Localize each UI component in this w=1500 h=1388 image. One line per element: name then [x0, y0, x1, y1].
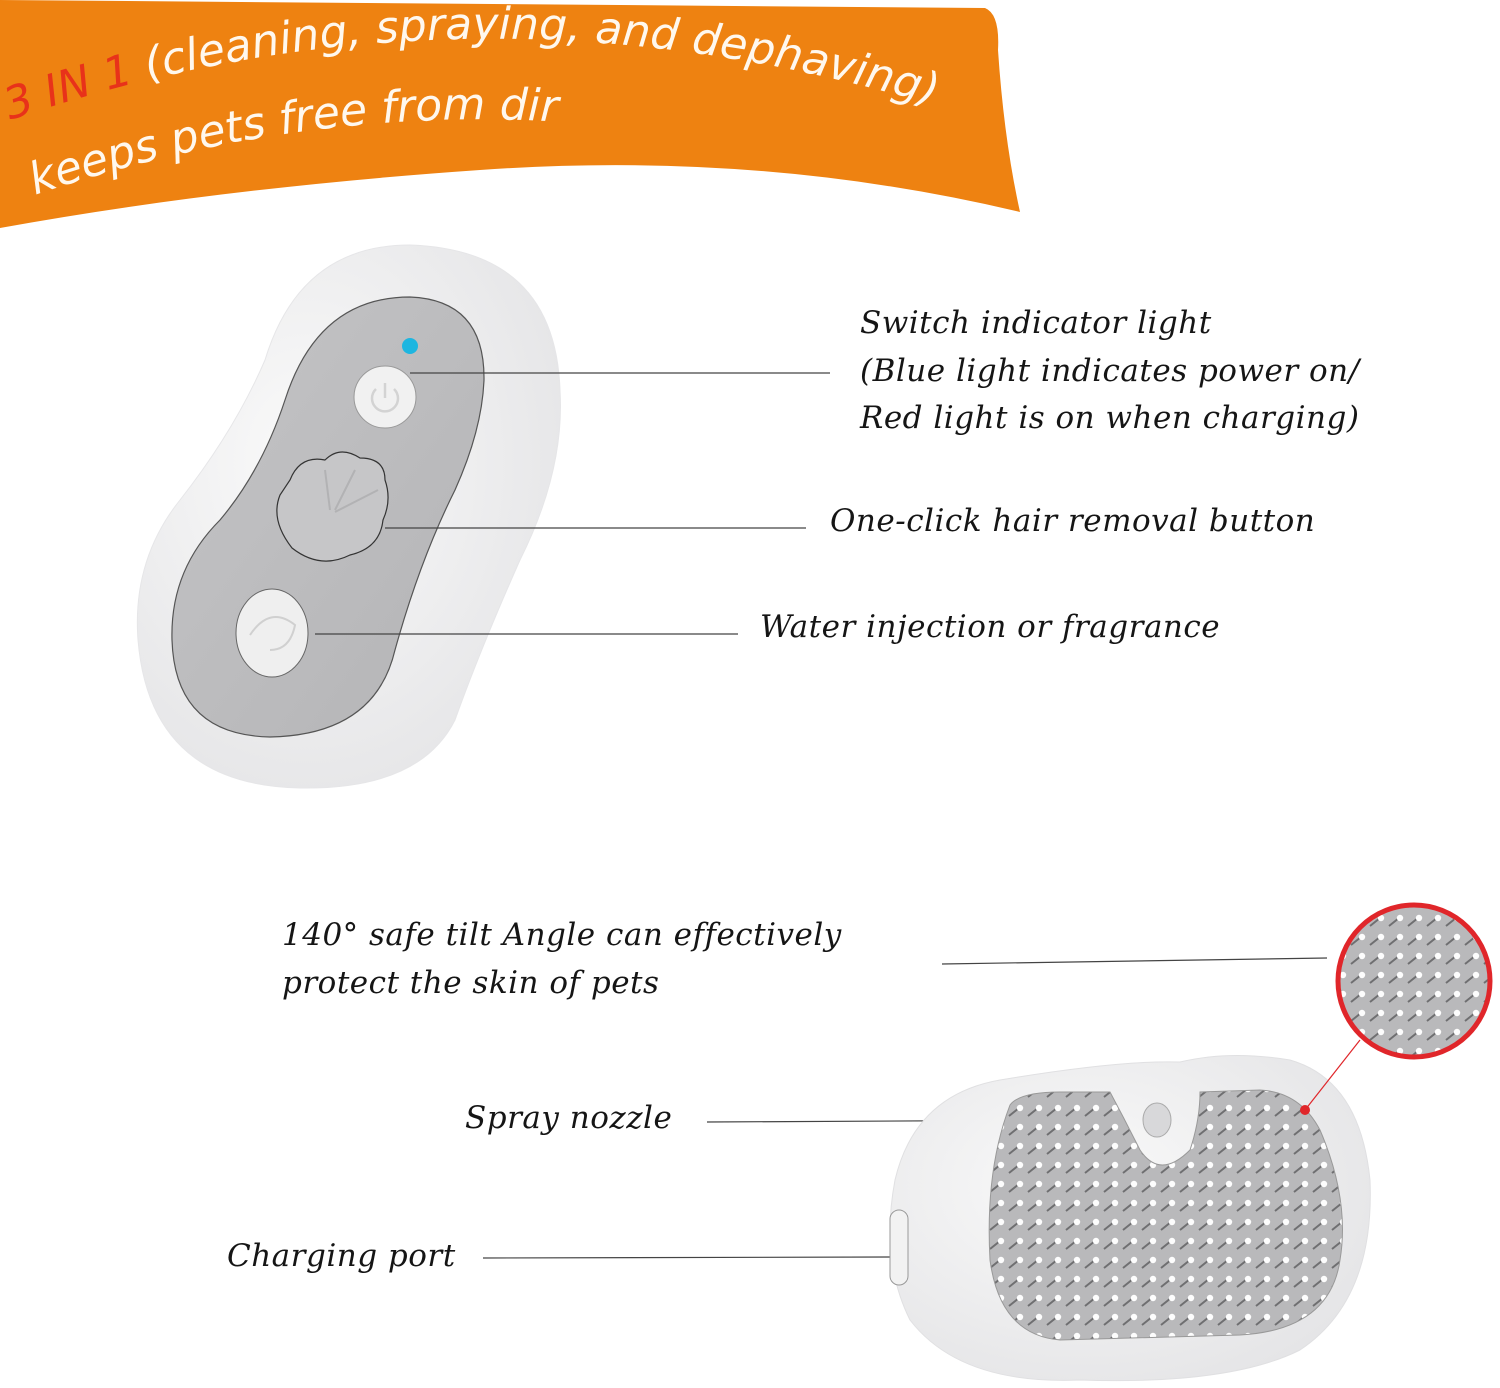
spray-button[interactable] — [235, 588, 309, 678]
brush-device — [889, 902, 1493, 1382]
zoom-leader-line — [1304, 1039, 1361, 1111]
zoom-anchor-dot — [1300, 1105, 1310, 1115]
indicator-led — [402, 338, 418, 354]
label-switch-indicator: Switch indicator light — [860, 305, 1212, 341]
label-tilt-angle-2: protect the skin of pets — [282, 965, 660, 1001]
bristle-zoom-inset — [1335, 902, 1493, 1060]
label-charging-port: Charging port — [227, 1238, 456, 1274]
banner: 3 IN 1 (cleaning, spraying, and dephavin… — [0, 0, 1020, 228]
label-tilt-angle-1: 140° safe tilt Angle can effectively — [282, 917, 842, 953]
control-device — [136, 244, 561, 789]
brush-pad — [988, 1089, 1343, 1341]
spray-nozzle — [1142, 1102, 1172, 1138]
power-button[interactable] — [353, 365, 417, 429]
label-hair-removal: One-click hair removal button — [830, 503, 1316, 539]
power-icon — [370, 383, 400, 413]
charging-port[interactable] — [889, 1209, 909, 1286]
label-water-injection: Water injection or fragrance — [760, 609, 1221, 645]
label-spray-nozzle: Spray nozzle — [465, 1100, 673, 1136]
leader-line-tilt — [941, 957, 1328, 965]
leader-line-charging — [482, 1256, 903, 1259]
leader-lines — [315, 372, 1328, 1259]
label-switch-red: Red light is on when charging) — [860, 400, 1360, 436]
water-drop-icon — [249, 616, 297, 651]
banner-shape — [0, 0, 1020, 228]
label-switch-blue: (Blue light indicates power on/ — [860, 353, 1360, 389]
hair-removal-button[interactable] — [276, 451, 389, 562]
paw-icon — [324, 469, 379, 513]
